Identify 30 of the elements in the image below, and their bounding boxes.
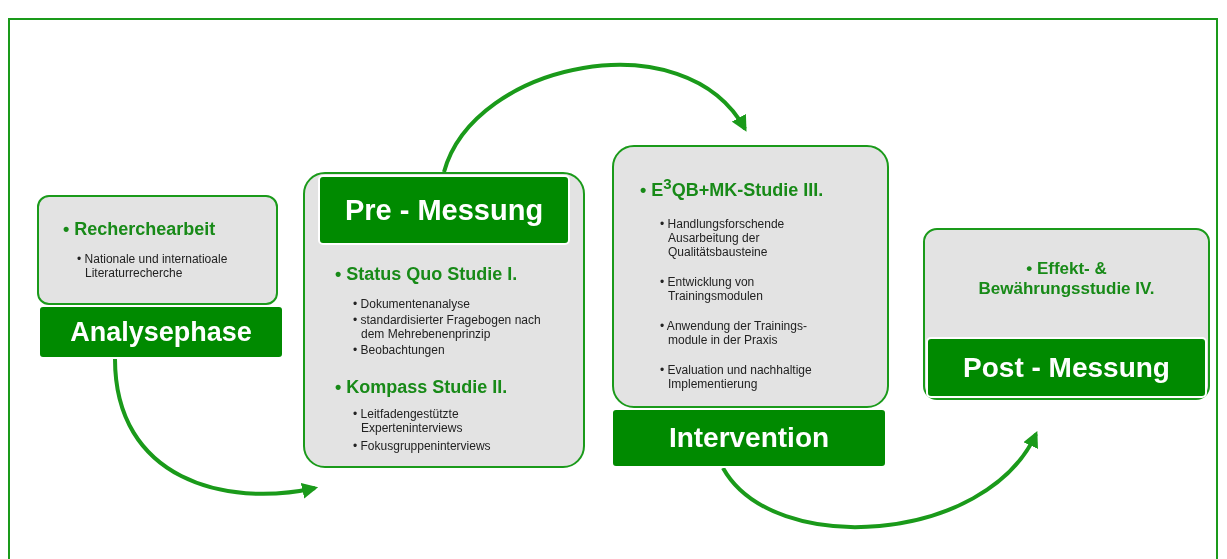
study-heading: • Recherchearbeit — [63, 219, 217, 240]
bullet-item: • Leitfadengestützte Experteninterviews — [353, 407, 464, 436]
curved-arrow — [721, 431, 1038, 529]
phase-card — [923, 228, 1210, 400]
study-heading: • Effekt- & Bewährungsstudie IV. — [977, 259, 1156, 299]
phase-title: Pre - Messung — [344, 193, 544, 227]
study-heading: • E$^{3}$QB+MK-Studie III. — [640, 175, 825, 201]
phase-label — [926, 337, 1207, 398]
phase-label — [318, 175, 570, 245]
phase-label — [611, 408, 887, 468]
bullet-item: • Handlungsforschende Ausarbeitung der Qualitätsbausteine — [660, 216, 786, 259]
bullet-item: • standardisierter Fragebogen nach dem Mehrebenenprinzip — [353, 312, 542, 341]
phase-card — [303, 172, 585, 468]
bullet-item: • Beobachtungen — [353, 342, 446, 357]
phase-title: Post - Messung — [963, 351, 1170, 384]
study-heading: • Kompass Studie II. — [335, 376, 509, 398]
phase-title: Intervention — [668, 422, 830, 454]
phase-card — [37, 195, 278, 305]
bullet-item: • Dokumentenanalyse — [353, 296, 471, 311]
phase-card — [612, 145, 889, 408]
phase-label — [38, 305, 284, 359]
bullet-item: • Evaluation und nachhaltige Implementierung — [660, 362, 813, 391]
bullet-item: • Fokusgruppeninterviews — [353, 439, 492, 454]
study-heading: • Status Quo Studie I. — [335, 264, 519, 285]
bullet-item: • Nationale und internatioale Literaturrecherche — [77, 251, 229, 280]
bullet-item: • Entwicklung von Trainingsmodulen — [660, 274, 764, 303]
curved-arrow — [113, 358, 319, 499]
phase-title: Analysephase — [70, 316, 252, 348]
bullet-item: • Anwendung der Trainings- module in der Praxis — [660, 318, 808, 347]
curved-arrow — [442, 63, 747, 173]
